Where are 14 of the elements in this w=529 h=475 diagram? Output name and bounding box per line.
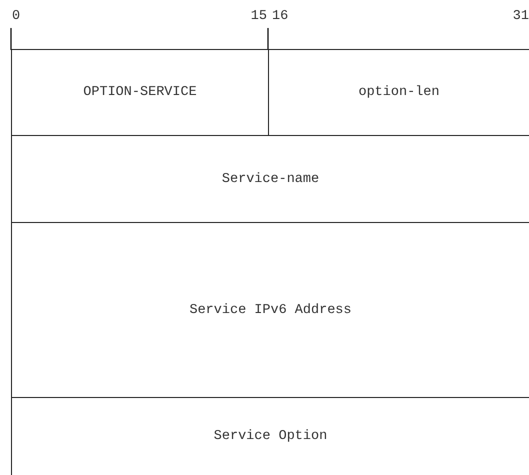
field-name: OPTION-SERVICE <box>83 85 197 100</box>
packet-field <box>11 135 529 222</box>
packet-field <box>11 49 268 135</box>
packet-field <box>11 397 529 475</box>
packet-field <box>11 222 529 397</box>
field-name: Service Option <box>214 429 328 444</box>
field-name: Service IPv6 Address <box>189 302 352 318</box>
bit-number: 16 <box>272 9 288 25</box>
bit-number: 15 <box>250 9 267 25</box>
bit-number: 0 <box>12 9 20 25</box>
field-name: option-len <box>358 85 440 100</box>
field-name: Service-name <box>222 172 320 186</box>
bit-number: 31 <box>512 9 529 25</box>
packet-field <box>268 49 529 135</box>
